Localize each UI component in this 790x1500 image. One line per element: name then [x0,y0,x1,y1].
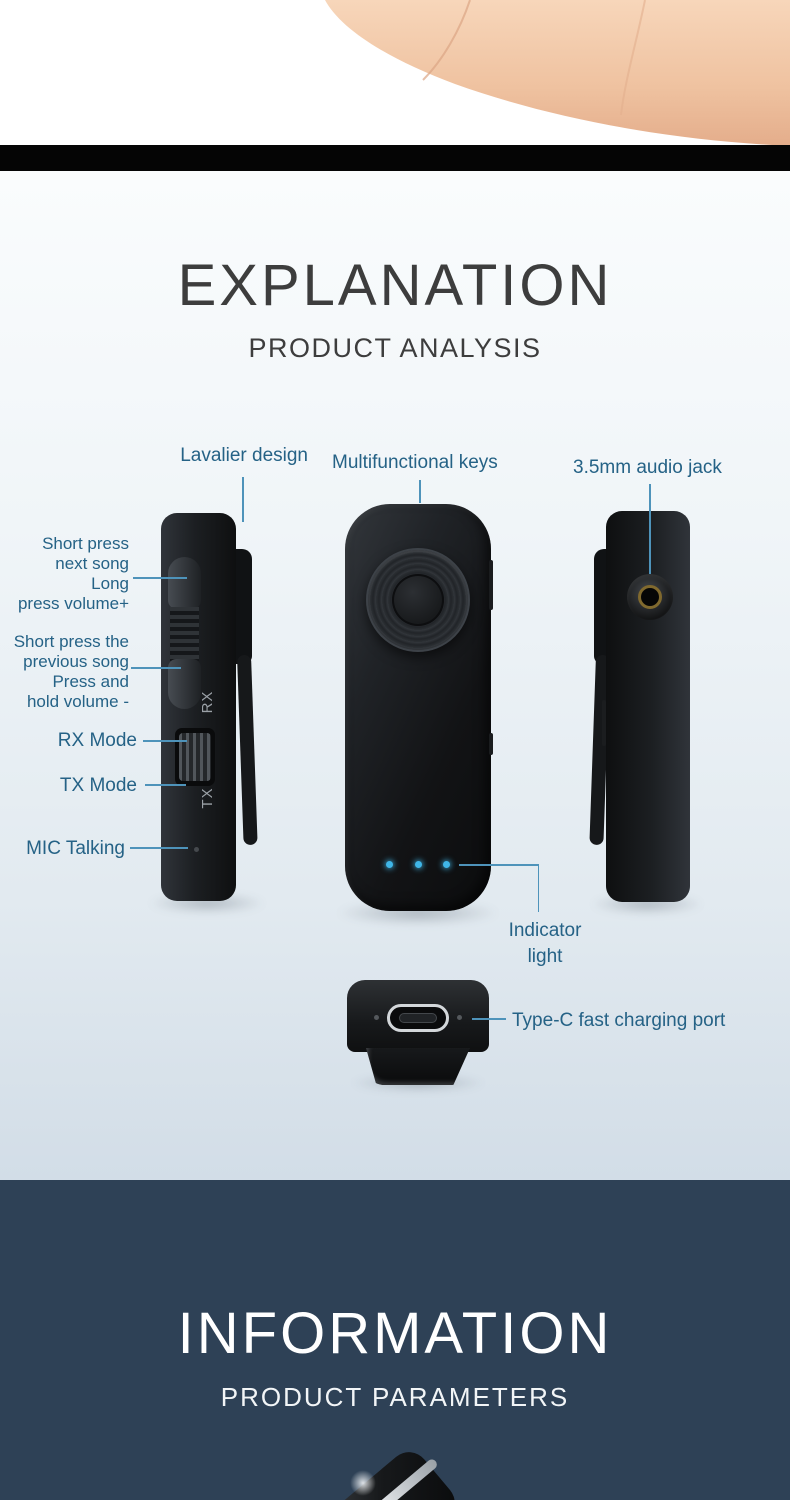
callout-text-line: Short press the [13,632,129,651]
charging-port-foot [366,1048,470,1085]
callout-text-line: Short press [42,534,129,553]
screw-dot [457,1015,462,1020]
side-button-nub [489,560,493,610]
audio-jack-ring [638,585,662,609]
callout-text-line: Press and [52,672,129,691]
callout-line-jack [649,484,651,574]
callout-indicator-light: Indicator light [495,918,595,970]
callout-rx-mode: RX Mode [57,730,137,751]
explanation-title: EXPLANATION [177,253,613,318]
information-background [0,1180,790,1500]
callout-text-line: next song [55,554,129,573]
callout-previous-song: Short press the previous song Press and … [7,632,129,712]
microphone-hole [194,847,199,852]
callout-type-c-port: Type-C fast charging port [512,1010,726,1031]
side-button-nub [602,700,606,746]
rocker-grip [170,607,199,661]
callout-mic-talking: MIC Talking [26,838,125,859]
side-button-nub [489,733,493,755]
callout-text-line: light [527,946,563,967]
callout-text-line: press volume+ [17,594,129,613]
usb-c-tongue [399,1013,437,1023]
hand-photo [295,0,790,150]
callout-audio-jack: 3.5mm audio jack [573,457,722,478]
information-title: INFORMATION [177,1301,613,1366]
divider-bar [0,145,790,171]
product-photo-glint [350,1470,376,1496]
callout-line-mic [130,847,188,849]
callout-line-lavalier [242,477,244,522]
tx-marking: TX [198,787,216,809]
explanation-subtitle: PRODUCT ANALYSIS [248,333,542,363]
callout-text-line: Long [91,574,129,593]
information-subtitle: PRODUCT PARAMETERS [220,1382,570,1412]
callout-line-indicator-h [459,864,539,866]
multifunction-button [392,574,444,626]
callout-text-line: Indicator [508,920,582,941]
callout-multifunctional-keys: Multifunctional keys [332,452,498,473]
callout-line-tx [145,784,186,786]
indicator-led [443,861,450,868]
callout-text-line: hold volume - [26,692,129,711]
device-side-right [606,511,690,902]
callout-line-indicator-v [537,864,539,912]
callout-line-rx [143,740,187,742]
callout-line-prev-song [131,667,181,669]
callout-lavalier-design: Lavalier design [180,445,308,466]
callout-text-line: previous song [23,652,129,671]
rx-marking: RX [198,690,216,714]
next-song-button [168,557,201,609]
callout-tx-mode: TX Mode [59,775,137,796]
indicator-led [415,861,422,868]
screw-dot [374,1015,379,1020]
indicator-led [386,861,393,868]
callout-line-typec [472,1018,506,1020]
callout-next-song: Short press next song Long press volume+ [7,534,129,614]
callout-line-keys [419,480,421,503]
hand-illustration [325,0,790,146]
callout-line-next-song [133,577,187,579]
